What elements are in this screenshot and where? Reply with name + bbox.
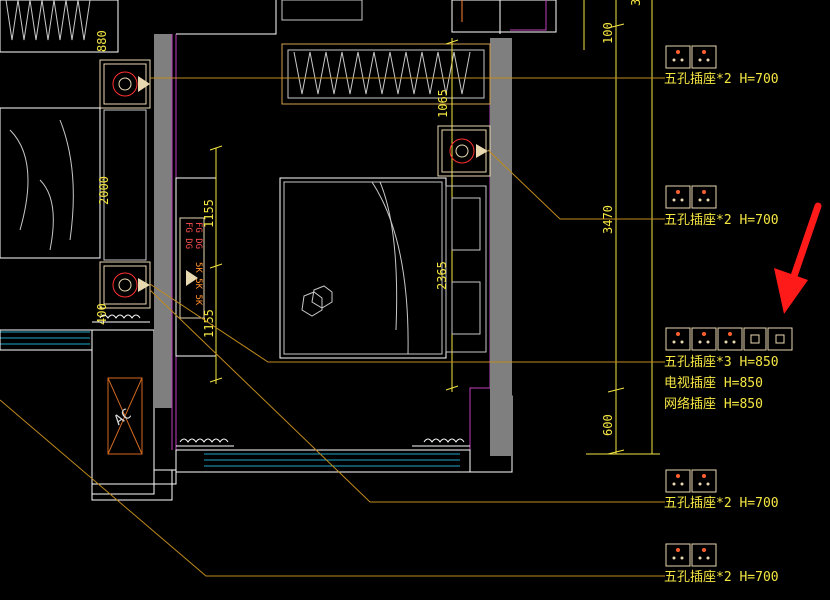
outlet-left-lower <box>99 261 151 309</box>
main-wardrobe <box>281 43 491 105</box>
note-outlet-3-line-3: 网络插座 H=850 <box>664 396 763 412</box>
main-window <box>175 449 471 473</box>
dim-bed-main-width: 2365 <box>435 261 449 290</box>
switch-label-1: FG DG <box>183 222 193 249</box>
dim-wardrobe-right-depth: 1065 <box>436 89 450 118</box>
note-outlet-2: 五孔插座*2 H=700 <box>664 213 779 228</box>
right-dimension-chain <box>583 0 660 455</box>
radiator-bottom-right <box>412 438 470 447</box>
note-outlet-4: 五孔插座*2 H=700 <box>664 496 779 511</box>
dim-nightstand-left: 400 <box>95 303 109 325</box>
left-bed <box>0 107 147 261</box>
dim-column-upper: 1155 <box>202 199 216 228</box>
legend-icon-1 <box>665 45 717 69</box>
note-outlet-5: 五孔插座*2 H=700 <box>664 570 779 585</box>
ac-unit: AC <box>91 329 155 495</box>
main-bed <box>279 177 487 359</box>
radiator-bottom-left <box>176 438 234 447</box>
left-window <box>0 331 90 345</box>
legend-icon-4 <box>665 469 717 493</box>
ac-label: AC <box>111 406 134 429</box>
note-outlet-3-line-2: 电视插座 H=850 <box>664 376 763 391</box>
switch-label-2: FG DG <box>193 222 203 249</box>
legend-icon-2 <box>665 185 717 209</box>
leader-lines <box>0 77 665 577</box>
switch-label-3: 5K 5K 5K <box>193 262 203 306</box>
top-fixtures <box>281 0 557 33</box>
left-wardrobe <box>0 0 119 53</box>
dim-bed-left-length: 2000 <box>97 176 111 205</box>
left-room: 880 2000 400 <box>0 0 155 495</box>
outlet-left-upper <box>99 59 151 109</box>
note-outlet-1: 五孔插座*2 H=700 <box>664 72 779 87</box>
radiator-left <box>92 314 150 323</box>
central-wall <box>91 34 217 501</box>
dim-top-offset: 100 <box>601 22 615 44</box>
dim-bottom-offset: 600 <box>601 414 615 436</box>
note-outlet-3-line-1: 五孔插座*3 H=850 <box>664 355 779 370</box>
outlet-right <box>437 125 491 177</box>
column-dim-line <box>209 145 223 384</box>
dim-wall-height-total: 3470 <box>601 205 615 234</box>
main-bedroom: 1065 2365 <box>92 0 557 485</box>
dim-top-right-partial: 3 <box>629 0 643 6</box>
legend-icon-3 <box>665 327 793 351</box>
red-arrow-icon <box>774 202 822 314</box>
dim-wardrobe-left-top: 880 <box>95 30 109 52</box>
legend-icon-5 <box>665 543 717 567</box>
switch-labels: FG DG FG DG 5K 5K 5K <box>179 217 205 319</box>
